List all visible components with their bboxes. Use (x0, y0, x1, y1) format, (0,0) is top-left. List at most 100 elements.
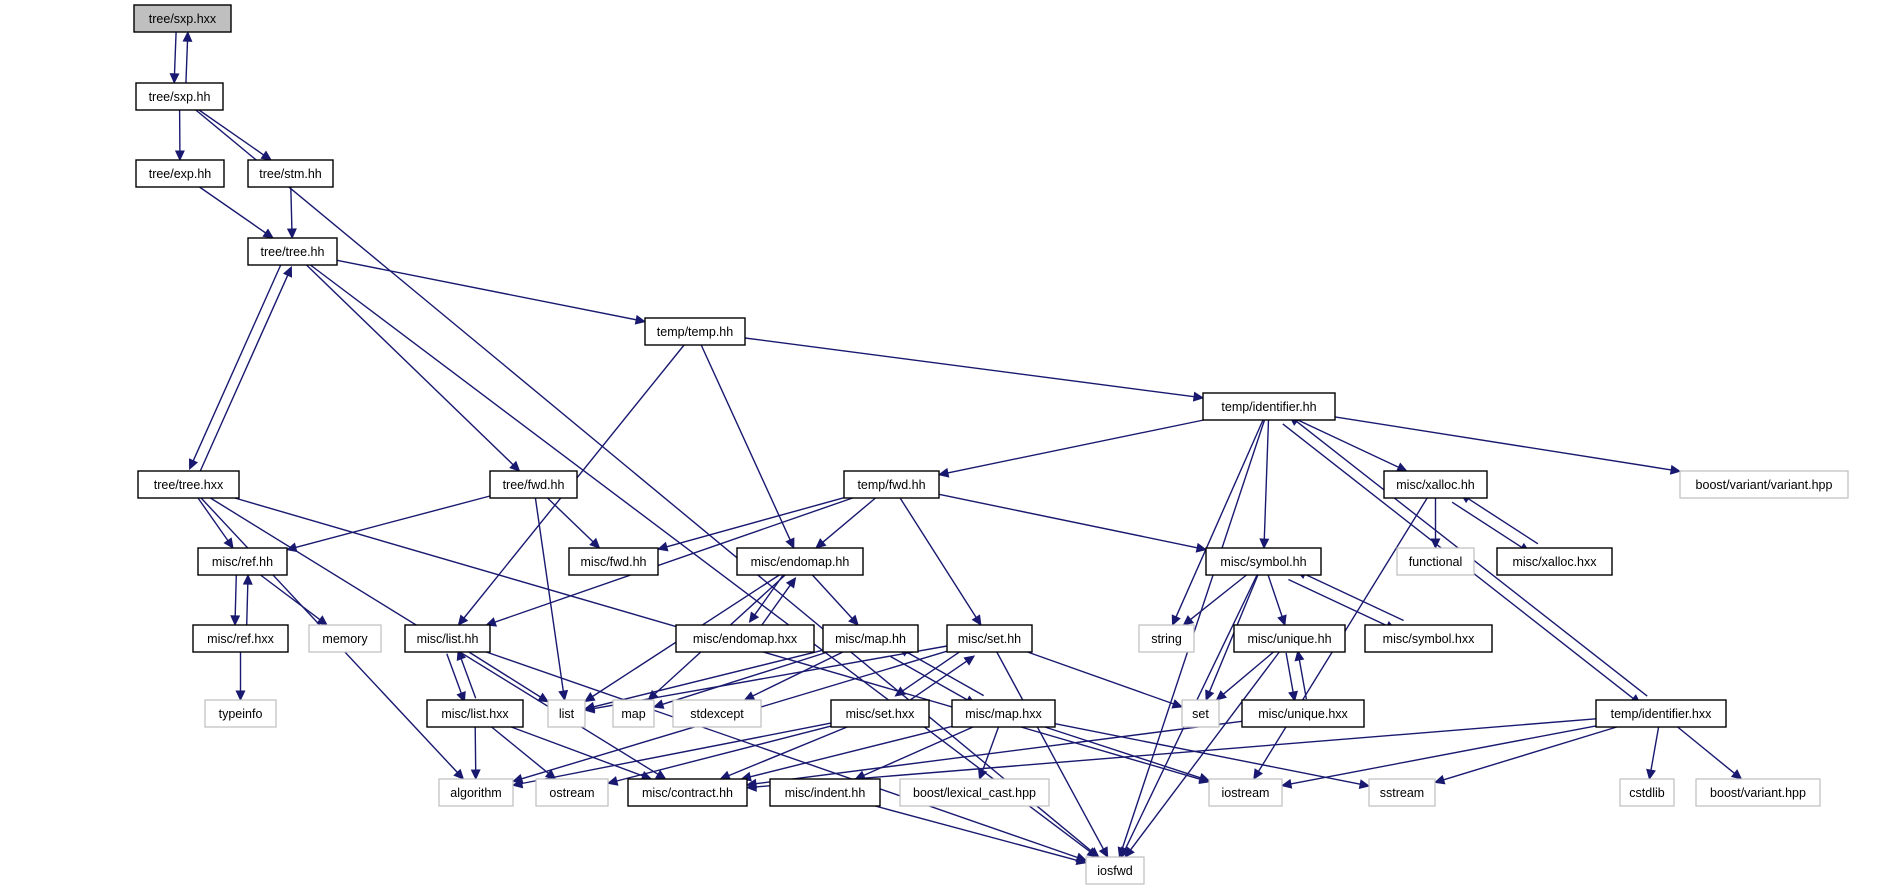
edge-line (1263, 419, 1270, 540)
node-misc-symbol-hxx[interactable]: misc/symbol.hxx (1364, 624, 1493, 653)
arrowhead-icon (1396, 462, 1408, 472)
node-tree-tree-hxx[interactable]: tree/tree.hxx (137, 470, 240, 499)
node-misc-ref-hxx[interactable]: misc/ref.hxx (192, 624, 289, 653)
arrowhead-icon (1086, 847, 1099, 858)
edge-misc-set-hxx-to-algorithm (511, 722, 832, 789)
edge-temp-fwd-hh-to-misc-fwd-hh (656, 497, 845, 552)
node-box (1396, 547, 1475, 576)
node-misc-set-hh[interactable]: misc/set.hh (946, 624, 1033, 653)
node-label: boost/variant.hpp (1710, 786, 1806, 800)
node-misc-endomap-hxx[interactable]: misc/endomap.hxx (675, 624, 815, 653)
node-misc-symbol-hh[interactable]: misc/symbol.hh (1205, 547, 1322, 576)
node-misc-map-hh[interactable]: misc/map.hh (822, 624, 919, 653)
edge-line (593, 649, 824, 708)
node-tree-exp-hh[interactable]: tree/exp.hh (135, 159, 225, 188)
arrowhead-icon (652, 699, 665, 709)
edge-line (700, 344, 791, 541)
arrowhead-icon (785, 576, 797, 589)
node-box (192, 624, 289, 653)
node-temp-temp-hh[interactable]: temp/temp.hh (644, 317, 746, 346)
node-box (308, 624, 382, 653)
edge-line (192, 262, 283, 461)
node-label: iostream (1222, 786, 1270, 800)
edge-line (534, 497, 564, 692)
node-functional: functional (1396, 547, 1475, 576)
edge-misc-xalloc-hh-to-functional (1430, 498, 1441, 550)
node-tree-sxp-hxx[interactable]: tree/sxp.hxx (133, 4, 232, 33)
arrowhead-icon (282, 265, 293, 278)
node-tree-stm-hh[interactable]: tree/stm.hh (247, 159, 334, 188)
node-box (438, 778, 514, 807)
arrowhead-icon (654, 769, 667, 780)
node-misc-ref-hh[interactable]: misc/ref.hh (197, 547, 288, 576)
node-tree-tree-hh[interactable]: tree/tree.hh (247, 237, 338, 266)
edge-line (902, 647, 966, 692)
edge-line (1467, 498, 1539, 545)
edge-misc-list-hh-to-list (468, 651, 550, 703)
edge-line (1044, 726, 1201, 779)
arrowhead-icon (589, 537, 601, 549)
node-misc-fwd-hh[interactable]: misc/fwd.hh (568, 547, 659, 576)
arrowhead-icon (745, 781, 757, 792)
node-misc-unique-hxx[interactable]: misc/unique.hxx (1241, 699, 1365, 728)
node-temp-identifier-hxx[interactable]: temp/identifier.hxx (1595, 699, 1727, 728)
edge-misc-set-hh-to-misc-set-hxx (894, 647, 966, 697)
node-misc-xalloc-hxx[interactable]: misc/xalloc.hxx (1496, 547, 1613, 576)
node-misc-list-hxx[interactable]: misc/list.hxx (426, 699, 524, 728)
node-box (1205, 547, 1322, 576)
edge-line (494, 497, 853, 623)
edge-line (947, 419, 1204, 474)
node-temp-identifier-hh[interactable]: temp/identifier.hh (1202, 392, 1336, 421)
node-misc-endomap-hh[interactable]: misc/endomap.hh (736, 547, 864, 576)
node-label: tree/stm.hh (259, 167, 322, 181)
edge-line (1290, 725, 1597, 785)
node-box (247, 159, 334, 188)
node-box (675, 624, 815, 653)
arrowhead-icon (470, 769, 481, 781)
node-box (568, 547, 659, 576)
edge-tree-fwd-hh-to-list (534, 497, 569, 702)
edge-misc-ref-hxx-to-typeinfo (235, 652, 246, 702)
node-box (426, 699, 524, 728)
edge-line (306, 264, 514, 466)
arrowhead-icon (509, 460, 521, 472)
node-temp-fwd-hh[interactable]: temp/fwd.hh (843, 470, 940, 499)
edge-line (1297, 419, 1399, 468)
node-list: list (547, 699, 586, 728)
node-box (204, 699, 277, 728)
edge-line (1285, 652, 1294, 693)
node-boost-variant-variant-hpp: boost/variant/variant.hpp (1679, 470, 1849, 499)
arrowhead-icon (848, 614, 859, 626)
node-label: misc/xalloc.hh (1396, 478, 1475, 492)
node-label: list (559, 707, 575, 721)
arrowhead-icon (1198, 772, 1211, 783)
edge-line (1190, 574, 1247, 620)
edge-tree-fwd-hh-to-misc-ref-hh (285, 495, 491, 553)
node-misc-map-hxx[interactable]: misc/map.hxx (951, 699, 1056, 728)
edge-line (938, 493, 1198, 549)
node-misc-set-hxx[interactable]: misc/set.hxx (830, 699, 930, 728)
arrowhead-icon (537, 692, 550, 703)
node-label: iosfwd (1097, 864, 1132, 878)
edge-misc-ref-hh-to-memory (260, 574, 328, 626)
node-misc-contract-hh[interactable]: misc/contract.hh (627, 778, 748, 807)
arrowhead-icon (978, 768, 988, 781)
edge-misc-list-hxx-to-algorithm (470, 726, 481, 781)
node-misc-indent-hh[interactable]: misc/indent.hh (769, 778, 881, 807)
node-misc-list-hh[interactable]: misc/list.hh (404, 624, 491, 653)
edge-line (822, 497, 876, 543)
node-box (1679, 470, 1849, 499)
arrowhead-icon (1288, 690, 1298, 703)
node-misc-unique-hh[interactable]: misc/unique.hh (1233, 624, 1346, 653)
node-tree-fwd-hh[interactable]: tree/fwd.hh (489, 470, 578, 499)
edge-temp-fwd-hh-to-misc-endomap-hh (815, 497, 876, 549)
arrowhead-icon (1430, 538, 1441, 550)
node-tree-sxp-hh[interactable]: tree/sxp.hh (135, 82, 224, 111)
node-label: tree/sxp.hxx (149, 12, 217, 26)
node-memory: memory (308, 624, 382, 653)
edge-line (547, 497, 594, 543)
node-misc-xalloc-hh[interactable]: misc/xalloc.hh (1383, 470, 1488, 499)
edge-line (185, 41, 189, 84)
edge-line (1304, 573, 1404, 622)
